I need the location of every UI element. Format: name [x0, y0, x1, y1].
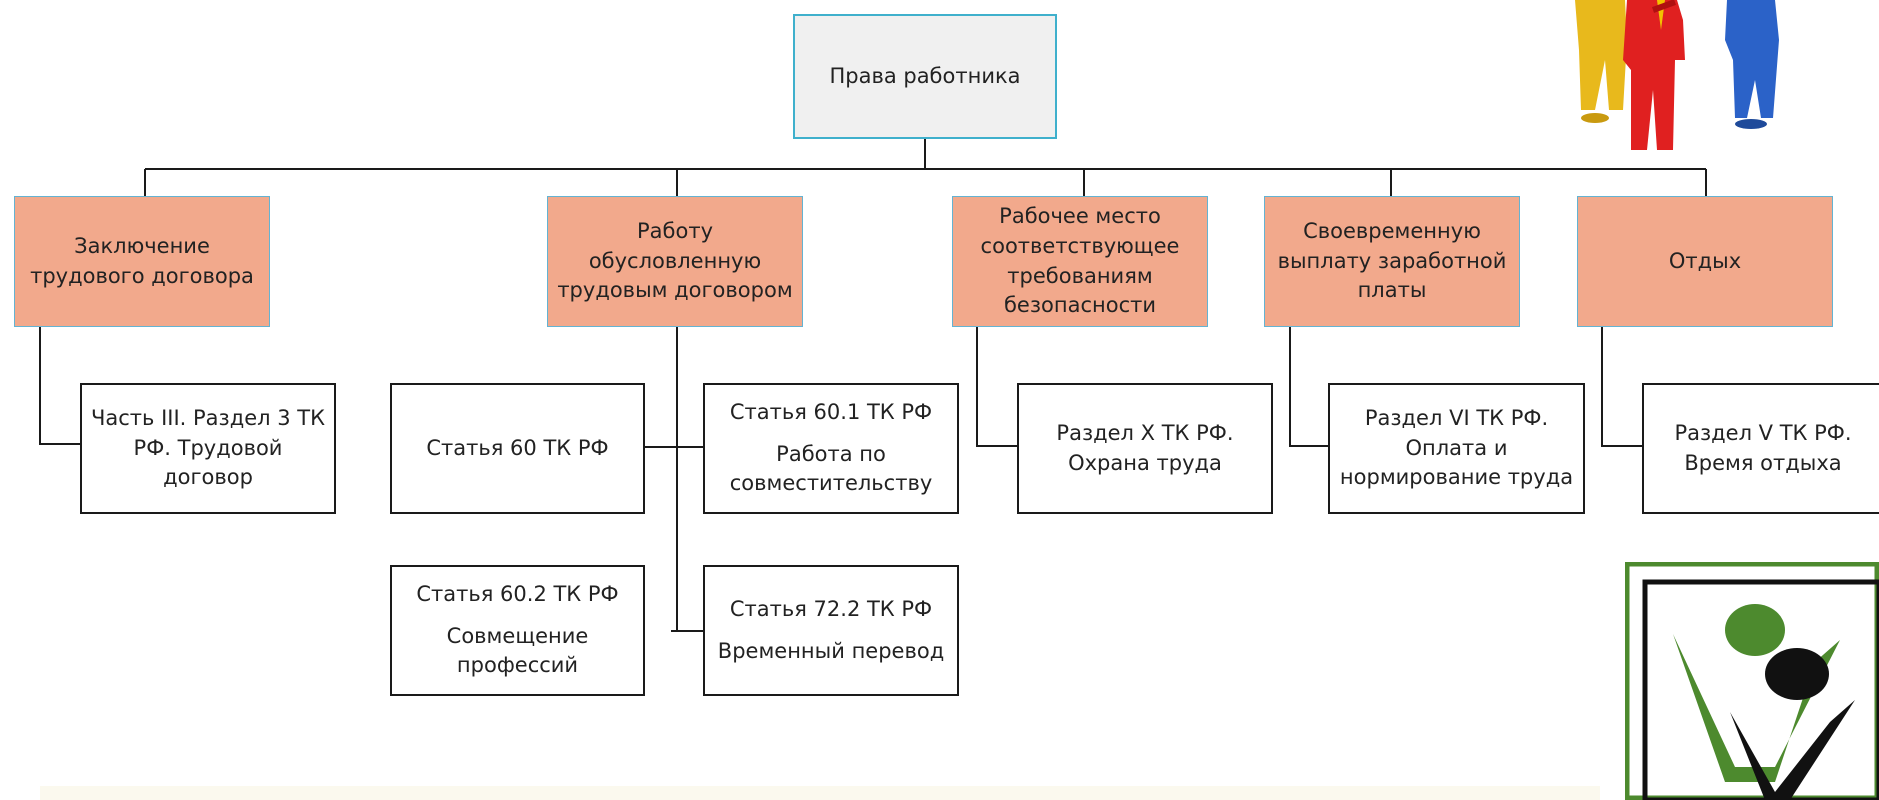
- article-60: Статья 60 ТК РФ: [390, 383, 645, 514]
- article-rest-ref: Раздел V ТК РФ. Время отдыха: [1642, 383, 1879, 514]
- category-workplace: Рабочее место соответствующее требования…: [952, 196, 1208, 327]
- category-label-line: Отдых: [1668, 248, 1742, 273]
- category-rest: Отдых: [1577, 196, 1833, 327]
- category-label-line: соответствующее: [980, 233, 1180, 258]
- article-line: нормирование труда: [1339, 465, 1574, 490]
- article-contract-ref: Часть III. Раздел 3 ТК РФ. Трудовой дого…: [80, 383, 336, 514]
- article-workplace-ref: Раздел X ТК РФ. Охрана труда: [1017, 383, 1273, 514]
- category-contract: Заключение трудового договора: [14, 196, 270, 327]
- article-line: Оплата и: [1405, 435, 1508, 460]
- article-title: Статья 60.1 ТК РФ: [729, 399, 933, 424]
- category-label-line: трудового договора: [30, 263, 254, 288]
- root-label: Права работника: [829, 63, 1021, 88]
- category-label-line: безопасности: [1003, 293, 1157, 318]
- bottom-strip: [40, 786, 1600, 800]
- article-line: Совмещение: [446, 623, 589, 648]
- people-logo-image: [1625, 562, 1879, 800]
- root-node: Права работника: [793, 14, 1057, 139]
- article-title: Статья 60.2 ТК РФ: [416, 581, 619, 606]
- article-line: профессий: [456, 653, 579, 678]
- article-line: Охрана труда: [1068, 450, 1222, 475]
- article-line: Статья 60 ТК РФ: [426, 435, 609, 460]
- article-line: Раздел VI ТК РФ.: [1364, 405, 1549, 430]
- article-60-1: Статья 60.1 ТК РФ Работа по совместитель…: [703, 383, 959, 514]
- article-60-2: Статья 60.2 ТК РФ Совмещение профессий: [390, 565, 645, 696]
- article-line: Временный перевод: [717, 638, 945, 663]
- category-work: Работу обусловленную трудовым договором: [547, 196, 803, 327]
- article-72-2: Статья 72.2 ТК РФ Временный перевод: [703, 565, 959, 696]
- article-line: Раздел V ТК РФ.: [1674, 420, 1852, 445]
- category-label-line: трудовым договором: [557, 278, 793, 303]
- article-line: Раздел X ТК РФ.: [1056, 420, 1234, 445]
- category-salary: Своевременную выплату заработной платы: [1264, 196, 1520, 327]
- article-line: Часть III. Раздел 3 ТК: [90, 405, 326, 430]
- category-label-line: Работу: [637, 218, 713, 243]
- article-line: РФ. Трудовой: [133, 435, 283, 460]
- category-label-line: Заключение: [74, 233, 210, 258]
- article-title: Статья 72.2 ТК РФ: [729, 596, 933, 621]
- article-line: договор: [163, 465, 253, 490]
- article-line: совместительству: [729, 471, 933, 496]
- category-label-line: платы: [1357, 278, 1427, 303]
- category-label-line: обусловленную: [588, 248, 762, 273]
- article-line: Время отдыха: [1684, 450, 1842, 475]
- article-salary-ref: Раздел VI ТК РФ. Оплата и нормирование т…: [1328, 383, 1585, 514]
- category-label-line: выплату заработной: [1277, 248, 1507, 273]
- category-label-line: Своевременную: [1303, 218, 1481, 243]
- category-label-line: Рабочее место: [999, 203, 1161, 228]
- people-figures-image: [1575, 0, 1779, 150]
- article-line: Работа по: [776, 441, 886, 466]
- category-label-line: требованиям: [1007, 263, 1153, 288]
